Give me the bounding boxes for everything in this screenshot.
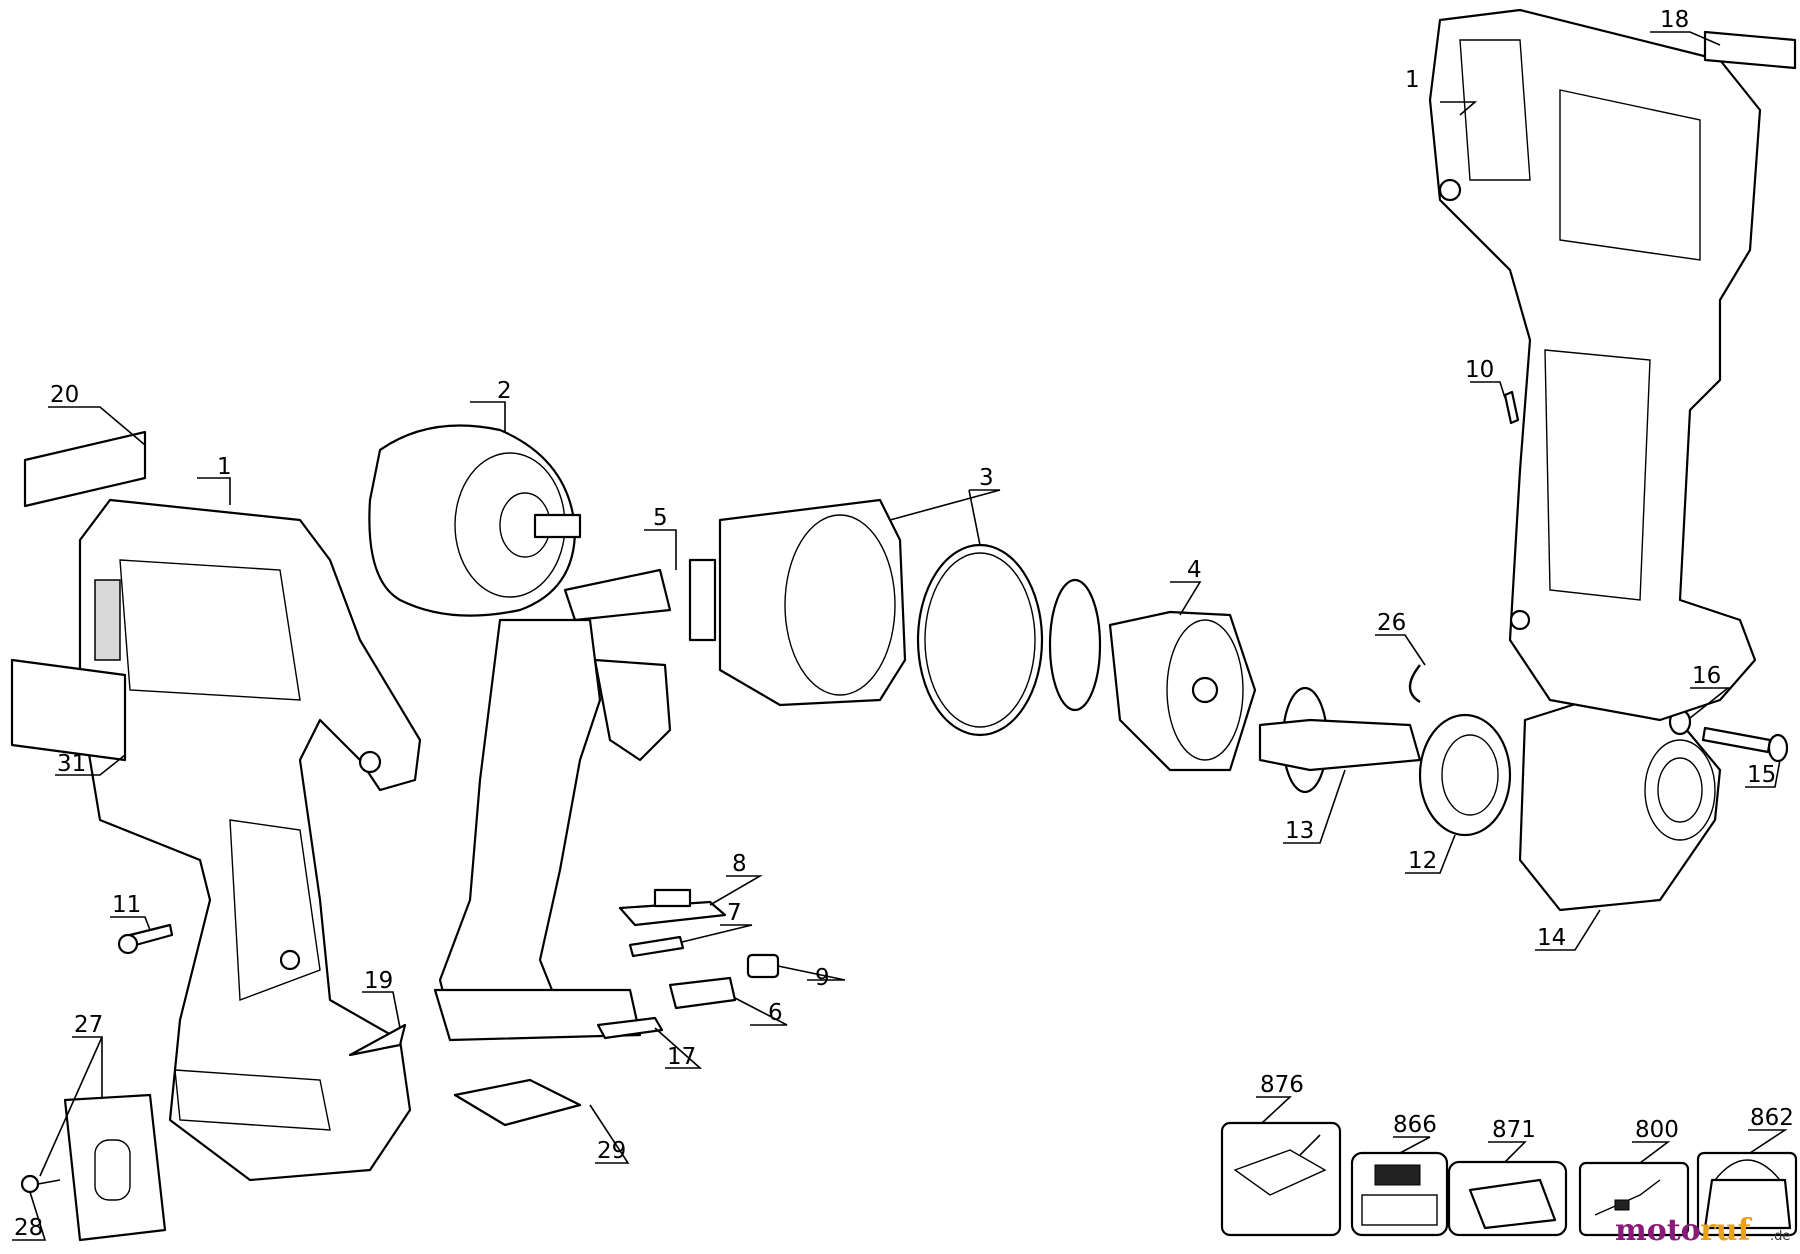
callout-4: 4 [1187, 557, 1202, 583]
callout-1-left: 1 [217, 454, 232, 480]
part-17 [596, 1016, 664, 1040]
clip-7 [628, 935, 685, 958]
circuit-board-6 [668, 976, 737, 1010]
callout-5: 5 [653, 505, 668, 531]
callout-27: 27 [74, 1012, 103, 1038]
anvil-13 [1258, 686, 1422, 794]
label-sticker-18 [1703, 30, 1797, 70]
part-9 [746, 953, 780, 979]
washer-12 [1418, 713, 1512, 837]
callout-17: 17 [667, 1044, 696, 1070]
pad-8 [618, 888, 727, 927]
label-sticker-20 [23, 430, 147, 508]
callout-6: 6 [768, 1000, 783, 1026]
watermark-logo: moto ruf .de [1615, 1213, 1790, 1248]
callout-866: 866 [1393, 1112, 1437, 1138]
screw-15 [1701, 726, 1789, 763]
o-ring-3 [916, 543, 1044, 737]
callout-1-right: 1 [1405, 67, 1420, 93]
motor-2 [368, 424, 582, 617]
housing-left-half [78, 498, 422, 1182]
switch-assembly [433, 618, 672, 1042]
callout-28: 28 [14, 1215, 43, 1241]
callout-16: 16 [1692, 663, 1721, 689]
callout-13: 13 [1285, 818, 1314, 844]
pin-10 [1503, 390, 1520, 425]
callout-numbers: 20 1 31 11 27 28 2 5 3 4 26 13 12 14 16 … [14, 7, 1794, 1241]
label-sticker-31 [10, 658, 127, 762]
callout-11: 11 [112, 892, 141, 918]
connector-5 [563, 568, 672, 622]
callout-31: 31 [57, 751, 86, 777]
callout-18: 18 [1660, 7, 1689, 33]
callout-14: 14 [1537, 925, 1566, 951]
callout-19: 19 [364, 968, 393, 994]
callout-29: 29 [597, 1138, 626, 1164]
callout-3: 3 [979, 465, 994, 491]
screw-11 [117, 923, 174, 955]
callout-871: 871 [1492, 1117, 1536, 1143]
callout-862: 862 [1750, 1105, 1794, 1131]
hammer-assembly-4 [1048, 578, 1257, 772]
battery-866 [1350, 1151, 1449, 1237]
label-29 [453, 1078, 582, 1127]
retaining-ring-26 [1408, 664, 1421, 704]
callout-7: 7 [727, 900, 742, 926]
charger-871 [1447, 1160, 1568, 1237]
callout-876: 876 [1260, 1072, 1304, 1098]
callout-8: 8 [732, 851, 747, 877]
callout-9: 9 [815, 965, 830, 991]
tool-bag-862 [1696, 1151, 1798, 1237]
callout-15: 15 [1747, 762, 1776, 788]
accessory-case-876 [1220, 1121, 1342, 1237]
belt-clip-27 [63, 1093, 167, 1242]
watermark-part1: moto [1615, 1213, 1701, 1248]
leader-lines [12, 31, 1788, 1241]
callout-20: 20 [50, 382, 79, 408]
label-19 [348, 1023, 407, 1057]
callout-26: 26 [1377, 610, 1406, 636]
callout-12: 12 [1408, 848, 1437, 874]
cable-800 [1578, 1161, 1690, 1237]
callout-10: 10 [1465, 357, 1494, 383]
housing-right-half [1428, 8, 1762, 722]
watermark-suffix: .de [1770, 1229, 1790, 1244]
screw-28 [20, 1174, 61, 1194]
callout-2: 2 [497, 378, 512, 404]
watermark-part2: ruf [1700, 1213, 1753, 1248]
callout-800: 800 [1635, 1117, 1679, 1143]
gear-housing-3 [688, 498, 907, 707]
